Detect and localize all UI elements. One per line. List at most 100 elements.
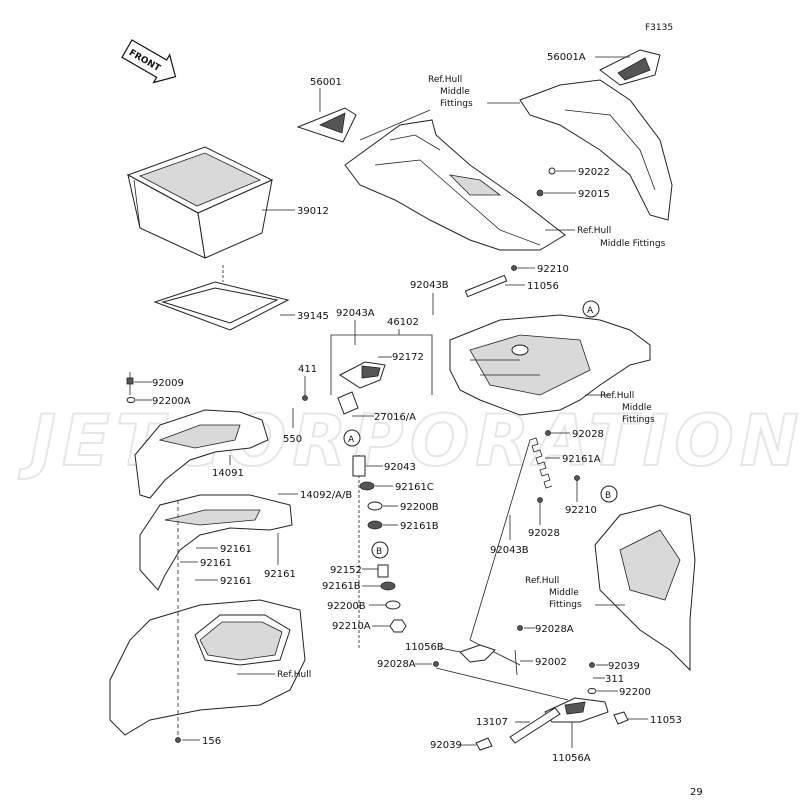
pin-411-icon <box>302 395 308 401</box>
callout-92028a: 92028 <box>572 429 604 440</box>
diagram-code: F3135 <box>645 23 673 33</box>
nut-92015-icon <box>536 189 544 197</box>
callout-ref-hull-4c: Fittings <box>549 600 582 610</box>
callout-92015: 92015 <box>578 189 610 200</box>
callout-92210A: 92210A <box>332 621 371 632</box>
callout-46102: 46102 <box>387 317 419 328</box>
rod-13107-part <box>509 707 561 744</box>
bolt-156-icon <box>175 737 181 743</box>
hull-left-lower-part <box>109 599 306 736</box>
callout-92028b: 92028 <box>528 528 560 539</box>
callout-92043A: 92043A <box>336 308 375 319</box>
callout-56001A: 56001A <box>547 52 586 63</box>
callout-92161B-a: 92161B <box>400 521 439 532</box>
nut-92210A-icon <box>389 619 407 633</box>
vent-cover-right-part <box>599 49 661 86</box>
storage-bin-part <box>126 146 274 259</box>
callout-ref-hull-1c: Fittings <box>440 99 473 109</box>
callout-ref-hull: Ref.Hull <box>277 670 311 680</box>
callout-92043B-b: 92043B <box>490 545 529 556</box>
washer-92200B-icon <box>367 501 383 511</box>
callout-14091: 14091 <box>212 468 244 479</box>
pin-92043-part <box>352 455 366 477</box>
washer-92200A-icon <box>126 397 136 403</box>
callout-92028A-a: 92028A <box>535 624 574 635</box>
callout-ref-hull-1b: Middle <box>440 87 470 97</box>
callout-92172: 92172 <box>392 352 424 363</box>
bolt-92002-part <box>514 649 518 676</box>
callout-92161C: 92161C <box>395 482 434 493</box>
bolt-92210b-icon <box>574 475 580 481</box>
callout-27016A: 27016/A <box>374 412 416 423</box>
callout-92210b: 92210 <box>565 505 597 516</box>
callout-92200: 92200 <box>619 687 651 698</box>
bracket-11056B-part <box>459 644 496 663</box>
callout-ref-hull-2b: Middle Fittings <box>600 239 666 249</box>
bolt-92009-icon <box>126 377 134 385</box>
callout-92161A: 92161A <box>562 454 601 465</box>
callout-ref-hull-4: Ref.Hull <box>525 576 559 586</box>
callout-92022: 92022 <box>578 167 610 178</box>
leader-56001-to-body <box>359 109 431 141</box>
callout-92161-3: 92161 <box>220 576 252 587</box>
latch-92172-part <box>339 361 386 389</box>
clip-11053-part <box>613 711 629 725</box>
callout-56001: 56001 <box>310 77 342 88</box>
bolt-92028A-a-icon <box>517 625 523 631</box>
callout-92200A: 92200A <box>152 396 191 407</box>
callout-92002: 92002 <box>535 657 567 668</box>
bracket-11056-part <box>464 274 508 298</box>
cable-line <box>469 439 531 641</box>
bolt-92039a-icon <box>589 662 595 668</box>
callout-ref-hull-3b: Middle <box>622 403 652 413</box>
middle-fitting-center-part <box>344 119 566 251</box>
callout-ref-hull-2: Ref.Hull <box>577 226 611 236</box>
marker-A-center-icon <box>343 429 361 447</box>
callout-ref-hull-3c: Fittings <box>622 415 655 425</box>
callout-92161-4: 92161 <box>264 569 296 580</box>
callout-11056B: 11056B <box>405 642 444 653</box>
collar-92152-part <box>377 564 389 578</box>
callout-92039b: 92039 <box>430 740 462 751</box>
marker-A-center: A <box>348 435 355 445</box>
callout-92161-1: 92161 <box>220 544 252 555</box>
marker-A-top-icon <box>582 300 600 318</box>
bracket-46102 <box>330 334 433 395</box>
front-arrow-icon: FRONT <box>121 39 177 84</box>
seal-ring-part <box>153 281 290 331</box>
callout-156: 156 <box>202 736 221 747</box>
marker-B-right: B <box>605 491 611 501</box>
bolt-92028A-b-icon <box>433 661 439 667</box>
spring-92161A-part <box>529 437 553 489</box>
callout-92200B-b: 92200B <box>327 601 366 612</box>
callout-11056A: 11056A <box>552 753 591 764</box>
bolt-92028-icon <box>545 430 551 436</box>
callout-92009: 92009 <box>152 378 184 389</box>
cover-14092-part <box>139 494 293 591</box>
callout-411: 411 <box>298 364 317 375</box>
marker-A-top: A <box>587 306 594 316</box>
callout-92161-2: 92161 <box>200 558 232 569</box>
screw-92039b-part <box>475 737 493 751</box>
page-number: 29 <box>690 787 703 798</box>
washer-92200-icon <box>587 688 597 694</box>
lever-27016-part <box>337 391 359 415</box>
leader-11056B <box>439 647 461 653</box>
washer-92161C-icon <box>359 481 375 491</box>
middle-frame-part <box>449 314 651 416</box>
callout-39145: 39145 <box>297 311 329 322</box>
callout-550: 550 <box>283 434 302 445</box>
callout-92210a: 92210 <box>537 264 569 275</box>
washer-92022-icon <box>548 167 556 175</box>
axis-latch <box>435 667 569 701</box>
callout-ref-hull-3: Ref.Hull <box>600 391 634 401</box>
marker-B-center-icon <box>371 541 389 559</box>
callout-92039a: 92039 <box>608 661 640 672</box>
cover-14091-part <box>134 409 269 499</box>
vent-cover-part <box>296 107 357 143</box>
hull-right-lower-part <box>594 504 696 672</box>
washer-92161B-icon <box>367 520 383 530</box>
callout-92043B-a: 92043B <box>410 280 449 291</box>
cable-line-2 <box>469 639 521 666</box>
callout-ref-hull-4b: Middle <box>549 588 579 598</box>
